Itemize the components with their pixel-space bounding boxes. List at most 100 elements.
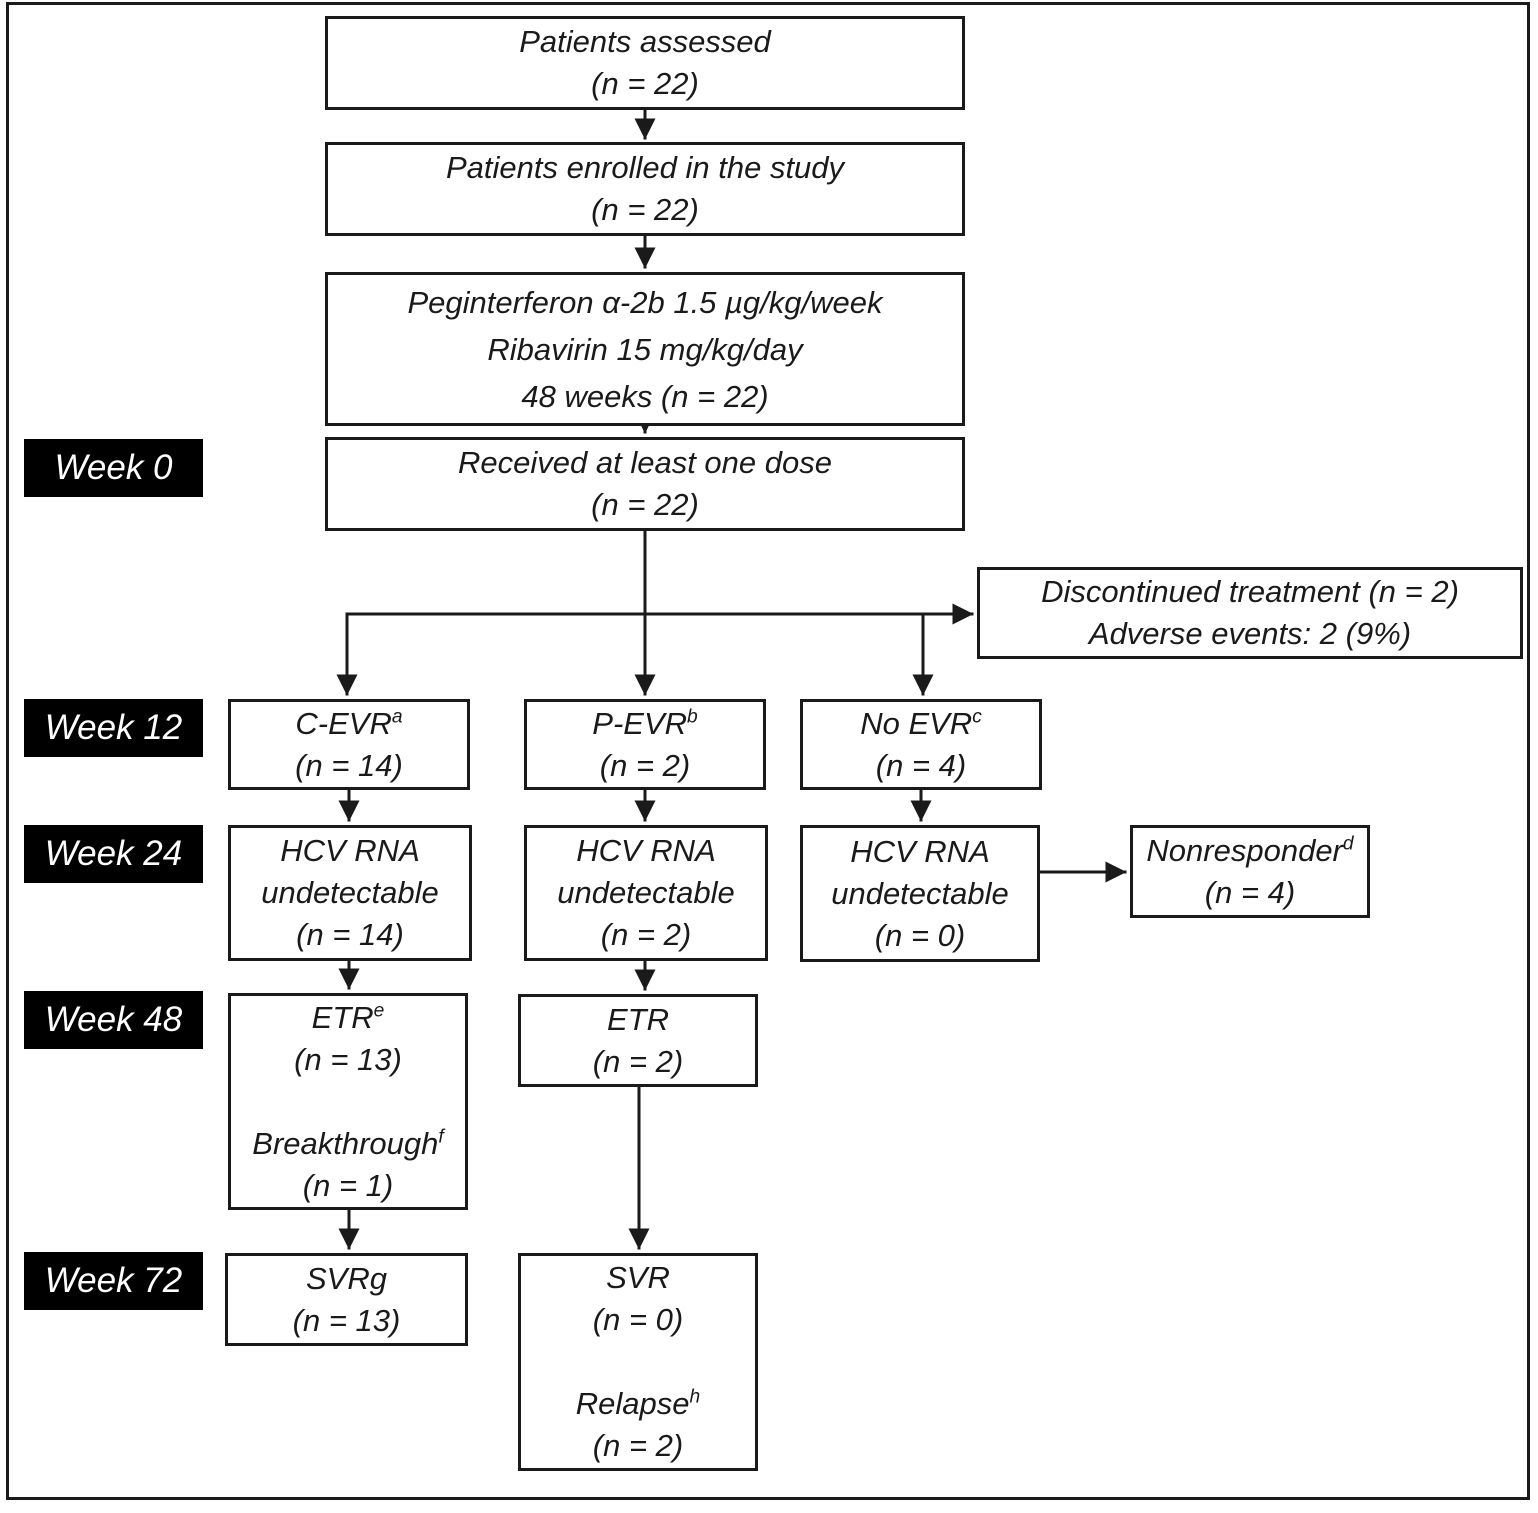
- box-line: Ribavirin 15 mg/kg/day: [328, 326, 962, 373]
- box-line: ETR: [521, 999, 755, 1041]
- box-line: SVRg: [228, 1258, 465, 1300]
- box-line: undetectable: [527, 872, 765, 914]
- box-line-text: (n = 1): [302, 1167, 394, 1203]
- box-line-text: (n = 2): [592, 1043, 684, 1079]
- box-line-text: (n = 13): [294, 1041, 402, 1077]
- box-line-text: Breakthrough: [252, 1125, 439, 1161]
- box-line-text: Discontinued treatment (n = 2): [1041, 574, 1459, 609]
- week-label-24: Week 24: [24, 825, 203, 883]
- box-hcv-undetectable-cevr: HCV RNA undetectable (n = 14): [228, 825, 472, 961]
- box-line-text: undetectable: [557, 875, 735, 910]
- footnote-superscript: e: [373, 1000, 385, 1022]
- box-hcv-undetectable-pevr: HCV RNA undetectable (n = 2): [524, 825, 768, 961]
- box-line: (n = 1): [231, 1165, 465, 1207]
- box-line: [231, 1081, 465, 1123]
- box-line: (n = 14): [231, 745, 467, 787]
- footnote-superscript: b: [687, 706, 698, 728]
- box-line-text: Ribavirin 15 mg/kg/day: [487, 331, 803, 367]
- box-line: (n = 14): [231, 914, 469, 956]
- box-line: No EVRc: [803, 703, 1039, 745]
- week-label-72: Week 72: [24, 1252, 203, 1310]
- box-line-text: ETR: [607, 1001, 669, 1037]
- box-line-text: (n = 22): [591, 487, 699, 522]
- box-line: HCV RNA: [803, 831, 1037, 873]
- box-line: Discontinued treatment (n = 2): [980, 571, 1520, 613]
- week-label-12: Week 12: [24, 699, 203, 757]
- box-patients-enrolled: Patients enrolled in the study (n = 22): [325, 142, 965, 236]
- box-line: (n = 22): [328, 63, 962, 105]
- box-line: P-EVRb: [527, 703, 763, 745]
- box-line-text: (n = 13): [292, 1302, 401, 1338]
- box-line: undetectable: [803, 873, 1037, 915]
- box-etr: ETR (n = 2): [518, 994, 758, 1087]
- box-line-text: SVR: [606, 1260, 670, 1295]
- footnote-superscript: a: [391, 706, 403, 728]
- box-line-text: Patients enrolled in the study: [445, 150, 845, 185]
- box-line-text: (n = 4): [1204, 874, 1296, 910]
- box-line: (n = 2): [521, 1041, 755, 1083]
- box-c-evr: C-EVRa(n = 14): [228, 699, 470, 790]
- box-line-text: 48 weeks (n = 22): [521, 378, 769, 414]
- box-line-text: Nonresponder: [1146, 832, 1343, 868]
- box-line-text: No EVR: [860, 705, 973, 741]
- box-line: HCV RNA: [527, 830, 765, 872]
- box-line-text: Patients assessed: [519, 24, 771, 59]
- box-line: (n = 22): [328, 189, 962, 231]
- box-line-text: ETR: [311, 999, 374, 1035]
- box-line: 48 weeks (n = 22): [328, 373, 962, 420]
- box-nonresponder: Nonresponderd(n = 4): [1130, 825, 1370, 918]
- box-line: ETRe: [231, 997, 465, 1039]
- box-line: (n = 2): [527, 914, 765, 956]
- box-line: SVR: [521, 1257, 755, 1299]
- box-line-text: HCV RNA: [850, 833, 990, 869]
- box-line: Breakthroughf: [231, 1123, 465, 1165]
- box-line-text: SVRg: [306, 1260, 387, 1296]
- box-line: Nonresponderd: [1133, 830, 1367, 872]
- box-line-text: HCV RNA: [280, 833, 420, 868]
- box-line-text: Peginterferon α-2b 1.5 µg/kg/week: [407, 284, 883, 320]
- box-line-text: (n = 4): [875, 747, 967, 783]
- box-line: (n = 22): [328, 484, 962, 526]
- box-line-text: Relapse: [575, 1386, 690, 1421]
- box-line: Relapseh: [521, 1383, 755, 1425]
- footnote-superscript: f: [438, 1126, 444, 1148]
- box-line-text: (n = 2): [599, 747, 691, 783]
- box-line-text: undetectable: [261, 875, 439, 910]
- box-line-text: (n = 2): [592, 1428, 684, 1463]
- box-patients-assessed: Patients assessed (n = 22): [325, 16, 965, 110]
- box-line: undetectable: [231, 872, 469, 914]
- box-line-text: Adverse events: 2 (9%): [1088, 616, 1412, 651]
- box-line: (n = 2): [521, 1425, 755, 1467]
- box-line-text: (n = 2): [600, 917, 692, 952]
- box-line-text: (n = 14): [296, 917, 404, 952]
- box-line-text: (n = 14): [295, 747, 403, 783]
- box-line: [521, 1341, 755, 1383]
- box-line-text: C-EVR: [295, 705, 392, 741]
- box-received-dose: Received at least one dose (n = 22): [325, 437, 965, 531]
- box-p-evr: P-EVRb(n = 2): [524, 699, 766, 790]
- box-etr-breakthrough: ETRe(n = 13)Breakthroughf(n = 1): [228, 993, 468, 1210]
- box-line-text: Received at least one dose: [458, 445, 832, 480]
- footnote-superscript: d: [1342, 833, 1354, 855]
- week-label-48: Week 48: [24, 991, 203, 1049]
- box-line: Patients assessed: [328, 21, 962, 63]
- box-line: Adverse events: 2 (9%): [980, 613, 1520, 655]
- box-line: (n = 0): [521, 1299, 755, 1341]
- box-line: (n = 13): [228, 1300, 465, 1342]
- box-line-text: HCV RNA: [576, 833, 716, 868]
- box-svr-relapse: SVR (n = 0) Relapseh(n = 2): [518, 1253, 758, 1471]
- box-line: C-EVRa: [231, 703, 467, 745]
- box-line-text: undetectable: [831, 875, 1009, 911]
- box-hcv-undetectable-noevr: HCV RNA undetectable (n = 0): [800, 825, 1040, 962]
- footnote-superscript: c: [972, 706, 982, 728]
- footnote-superscript: h: [689, 1386, 701, 1408]
- box-discontinued-treatment: Discontinued treatment (n = 2) Adverse ev…: [977, 567, 1523, 659]
- box-svr: SVRg (n = 13): [225, 1253, 468, 1346]
- box-line: Peginterferon α-2b 1.5 µg/kg/week: [328, 279, 962, 326]
- box-line: HCV RNA: [231, 830, 469, 872]
- box-line-text: (n = 0): [874, 917, 966, 953]
- box-line: (n = 2): [527, 745, 763, 787]
- box-line: (n = 13): [231, 1039, 465, 1081]
